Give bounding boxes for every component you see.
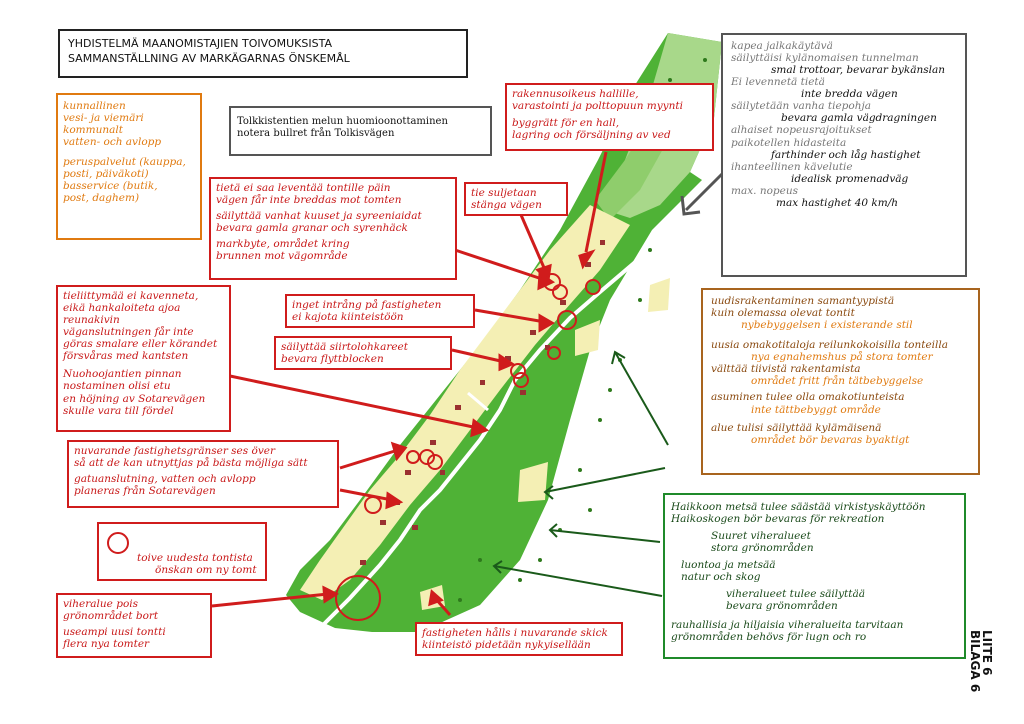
grey-arrow <box>680 172 724 216</box>
road-width-note: tietä ei saa leventää tontille päin väge… <box>209 177 457 280</box>
appendix-label: LIITE 6 BILAGA 6 <box>968 630 1008 693</box>
plot <box>648 278 670 312</box>
title-finnish: YHDISTELMÄ MAANOMISTAJIEN TOIVOMUKSISTA <box>68 37 332 50</box>
road-connection-note: tieliittymää ei kavenneta, eikä hankaloi… <box>56 285 231 432</box>
green-arrows <box>492 350 669 597</box>
plot <box>575 320 600 356</box>
appendix-swedish: BILAGA 6 <box>968 630 982 693</box>
property-kept-note: fastigheten hålls i nuvarande skick kiin… <box>415 622 623 656</box>
plot <box>518 462 548 502</box>
road <box>318 180 724 630</box>
boundaries-note: nuvarande fastighetsgränser ses över så … <box>67 440 339 508</box>
red-arrows <box>211 151 608 616</box>
map-title: YHDISTELMÄ MAANOMISTAJIEN TOIVOMUKSISTA … <box>58 29 468 78</box>
building-rights-note: rakennusoikeus hallille, varastointi ja … <box>505 83 714 151</box>
road-wishes-note: kapea jalkakäytävä säilyttäisi kylänomai… <box>721 33 967 277</box>
green-area-removal-note: viheralue pois grönområdet bort useampi … <box>56 593 212 658</box>
appendix-finnish: LIITE 6 <box>980 630 994 676</box>
forest-note: Haikkoon metsä tulee säästää virkistyskä… <box>663 493 966 659</box>
noise-note: Tolkkistentien melun huomioonottaminen n… <box>229 106 492 156</box>
road-branch <box>467 391 489 412</box>
legend-circle-icon <box>107 532 129 554</box>
building-style-note: uudisrakentaminen samantyypistä kuin ole… <box>701 288 980 475</box>
plots-area <box>300 205 630 600</box>
no-intrusion-note: inget intrång på fastigheten ei kajota k… <box>285 294 475 328</box>
road-branch <box>680 224 688 269</box>
new-plot-markers <box>335 273 601 621</box>
services-note: kunnallinen vesi- ja viemäri kommunalt v… <box>56 93 202 240</box>
road-closed-note: tie suljetaan stänga vägen <box>464 182 568 216</box>
legend-new-plot: toive uudesta tontista önskan om ny tomt <box>97 522 267 581</box>
title-swedish: SAMMANSTÄLLNING AV MARKÄGARNAS ÖNSKEMÅL <box>68 51 350 65</box>
boulders-note: säilyttää siirtolohkareet bevara flyttbl… <box>274 336 452 370</box>
